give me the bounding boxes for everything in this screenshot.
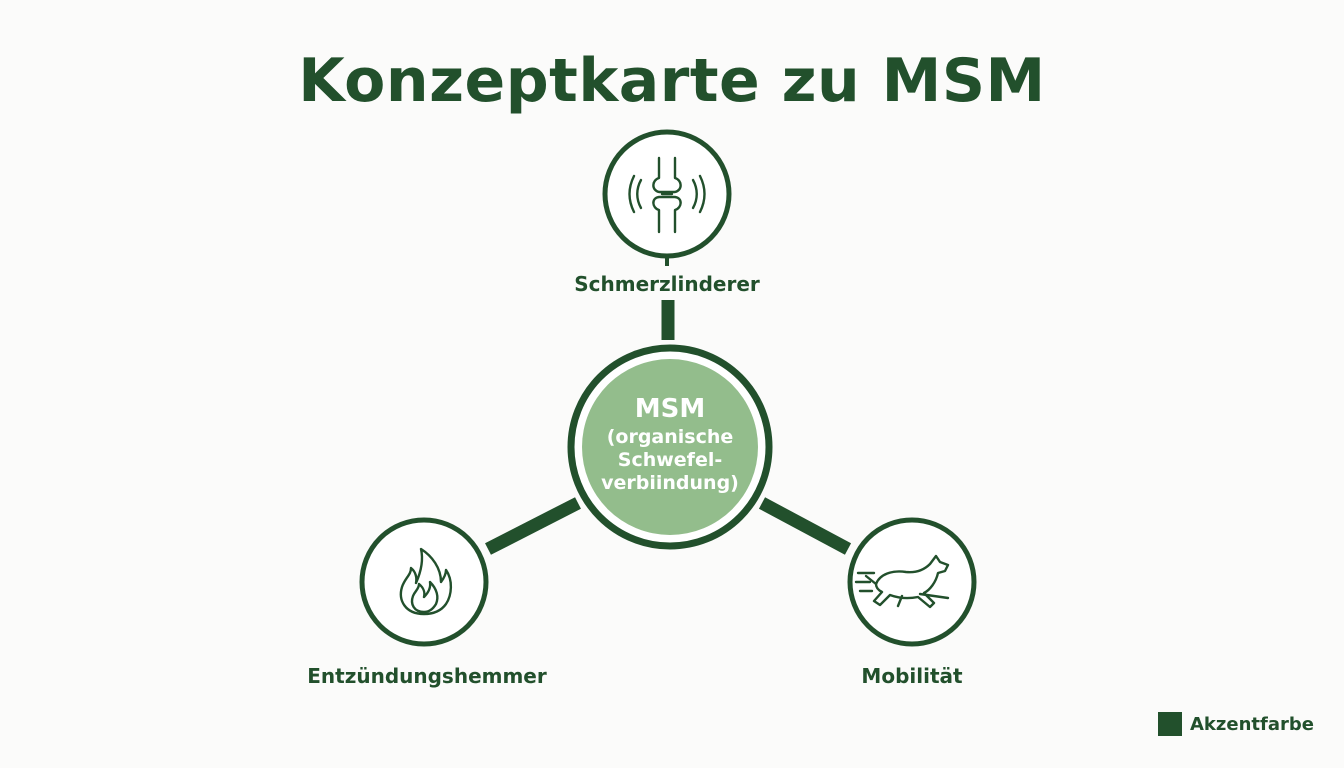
node-entzuendungshemmer xyxy=(359,517,489,647)
center-node-title: MSM xyxy=(634,394,706,424)
legend: Akzentfarbe xyxy=(1158,712,1314,736)
page-title: Konzeptkarte zu MSM xyxy=(298,46,1046,116)
node-mobilitaet xyxy=(847,517,977,647)
center-node xyxy=(567,344,773,550)
connector-left xyxy=(485,497,581,555)
center-node-subtitle: (organische Schwefel- verbiindung) xyxy=(601,426,739,494)
legend-swatch xyxy=(1158,712,1182,736)
knee-joint-icon xyxy=(628,156,706,234)
running-dog-icon xyxy=(854,554,950,609)
center-node-text: MSM (organische Schwefel- verbiindung) xyxy=(580,392,760,495)
node-label-schmerzlinderer: Schmerzlinderer xyxy=(574,272,760,296)
flame-icon xyxy=(399,547,453,616)
node-label-entzuendungshemmer: Entzündungshemmer xyxy=(307,664,547,688)
connector-right xyxy=(758,497,852,555)
node-schmerzlinderer xyxy=(602,129,732,266)
node-label-mobilitaet: Mobilität xyxy=(861,664,963,688)
legend-label: Akzentfarbe xyxy=(1190,713,1314,735)
